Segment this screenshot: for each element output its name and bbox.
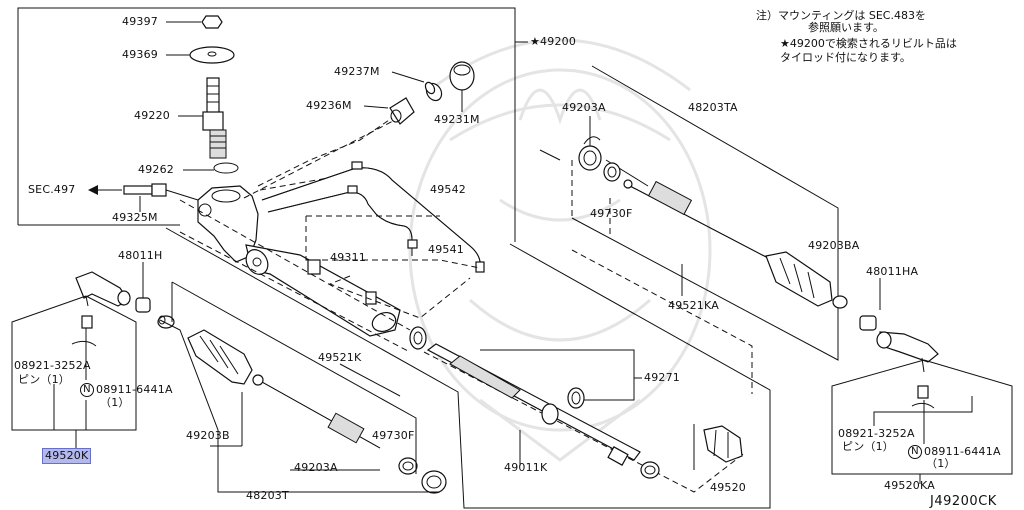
label-49236m[interactable]: 49236M <box>306 99 352 112</box>
seal-ring-lower[interactable] <box>640 461 660 479</box>
clip-49730f-right[interactable] <box>603 162 621 182</box>
boot-49203ba[interactable] <box>765 232 839 307</box>
oring-49262[interactable] <box>183 162 239 174</box>
washer-49369[interactable] <box>166 46 235 64</box>
clip-49203a-right[interactable] <box>578 116 602 171</box>
label-49520k[interactable]: 49520K <box>42 448 92 464</box>
seal-ring-left[interactable] <box>409 326 427 350</box>
label-49369[interactable]: 49369 <box>122 48 158 61</box>
label-49203b[interactable]: 49203B <box>186 429 230 442</box>
label-49262[interactable]: 49262 <box>138 163 174 176</box>
nut-49397[interactable] <box>166 15 223 29</box>
label-49730f-right[interactable]: 49730F <box>590 207 633 220</box>
sensor-49325m[interactable] <box>123 183 199 212</box>
hydraulic-line-49541[interactable] <box>267 185 418 256</box>
label-49200[interactable]: ★49200 <box>530 35 577 48</box>
label-08921-left[interactable]: 08921-3252A <box>14 359 91 372</box>
note-line-4: タイロッド付になります。 <box>780 51 911 64</box>
hydraulic-line-49542[interactable] <box>261 161 485 273</box>
clip-49203a-left[interactable] <box>421 470 447 494</box>
label-qty-left: （1） <box>100 396 130 409</box>
label-49311[interactable]: 49311 <box>330 251 366 264</box>
label-49237m[interactable]: 49237M <box>334 65 380 78</box>
dust-seal-49231m[interactable] <box>449 61 475 112</box>
nut-48011ha[interactable] <box>859 278 881 331</box>
label-49541[interactable]: 49541 <box>428 243 464 256</box>
boot-49520[interactable] <box>693 424 743 470</box>
label-49011k[interactable]: 49011K <box>504 461 548 474</box>
clip-small-right[interactable] <box>832 295 848 309</box>
note-line-1: 注）マウンティングは SEC.483を <box>756 9 926 22</box>
label-49520[interactable]: 49520 <box>710 481 746 494</box>
nut-small-right[interactable] <box>917 385 929 399</box>
nut-48011h[interactable] <box>135 262 151 313</box>
note-line-2: 参照願います。 <box>808 21 884 34</box>
label-08911-left[interactable]: 08911-6441A <box>96 383 173 396</box>
label-sec497[interactable]: SEC.497 <box>28 183 76 196</box>
label-49203a-right[interactable]: 49203A <box>562 101 606 114</box>
pinion-49220[interactable] <box>178 77 227 159</box>
label-49203a-left[interactable]: 49203A <box>294 461 338 474</box>
label-49542[interactable]: 49542 <box>430 183 466 196</box>
rack-49011k[interactable] <box>426 343 641 466</box>
label-49730f-left[interactable]: 49730F <box>372 429 415 442</box>
label-49397[interactable]: 49397 <box>122 15 158 28</box>
spring-49237m[interactable] <box>391 71 445 103</box>
rack-tube[interactable] <box>242 244 401 337</box>
inner-tie-rod-right[interactable] <box>623 179 769 259</box>
n-circle-left-icon: N <box>80 383 94 397</box>
boot-49203b[interactable] <box>187 329 253 385</box>
label-48011ha[interactable]: 48011HA <box>866 265 919 278</box>
label-48203ta[interactable]: 48203TA <box>688 101 738 114</box>
bushing-49236m[interactable] <box>363 97 415 125</box>
label-08921-right[interactable]: 08921-3252A <box>838 427 915 440</box>
note-line-3: ★49200で検索されるリビルト品は <box>780 37 957 50</box>
label-49203ba[interactable]: 49203BA <box>808 239 860 252</box>
seal-ring-49271[interactable] <box>480 349 642 409</box>
label-49521ka[interactable]: 49521KA <box>668 299 719 312</box>
label-49220[interactable]: 49220 <box>134 109 170 122</box>
label-49520ka[interactable]: 49520KA <box>884 479 935 492</box>
tie-rod-end-left[interactable] <box>75 271 131 307</box>
diagram-code: J49200CK <box>930 494 997 509</box>
label-pin-right: ピン（1） <box>842 440 894 453</box>
label-pin-left: ピン（1） <box>18 373 70 386</box>
label-48203t[interactable]: 48203T <box>246 489 289 502</box>
sec497-arrow[interactable] <box>88 185 122 195</box>
n-circle-right-icon: N <box>908 445 922 459</box>
label-49325m[interactable]: 49325M <box>112 211 158 224</box>
label-qty-right: （1） <box>926 457 956 470</box>
nut-small-left[interactable] <box>81 315 93 329</box>
label-49521k[interactable]: 49521K <box>318 351 362 364</box>
inner-tie-rod-left[interactable] <box>252 374 381 449</box>
label-08911-right[interactable]: 08911-6441A <box>924 445 1001 458</box>
main-assembly-frame <box>17 7 516 242</box>
clip-49730f-left[interactable] <box>398 457 418 475</box>
watermark-emblem <box>408 38 712 462</box>
label-48011h[interactable]: 48011H <box>118 249 163 262</box>
label-49231m[interactable]: 49231M <box>434 113 480 126</box>
label-49271[interactable]: 49271 <box>644 371 680 384</box>
tie-rod-end-right[interactable] <box>876 331 939 373</box>
